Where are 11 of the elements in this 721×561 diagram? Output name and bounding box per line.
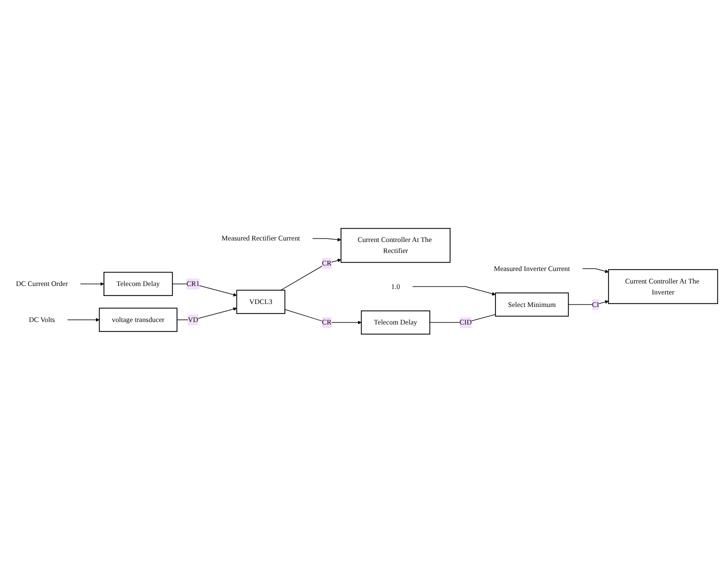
arrow (412, 286, 496, 296)
arrow (80, 282, 104, 286)
arrow (284, 309, 362, 324)
arrow (568, 300, 609, 305)
connector (429, 314, 496, 323)
arrow (280, 258, 342, 291)
arrow (582, 268, 609, 274)
arrow (176, 307, 237, 320)
arrow (67, 318, 100, 322)
arrow (172, 284, 237, 296)
arrow (312, 238, 342, 242)
